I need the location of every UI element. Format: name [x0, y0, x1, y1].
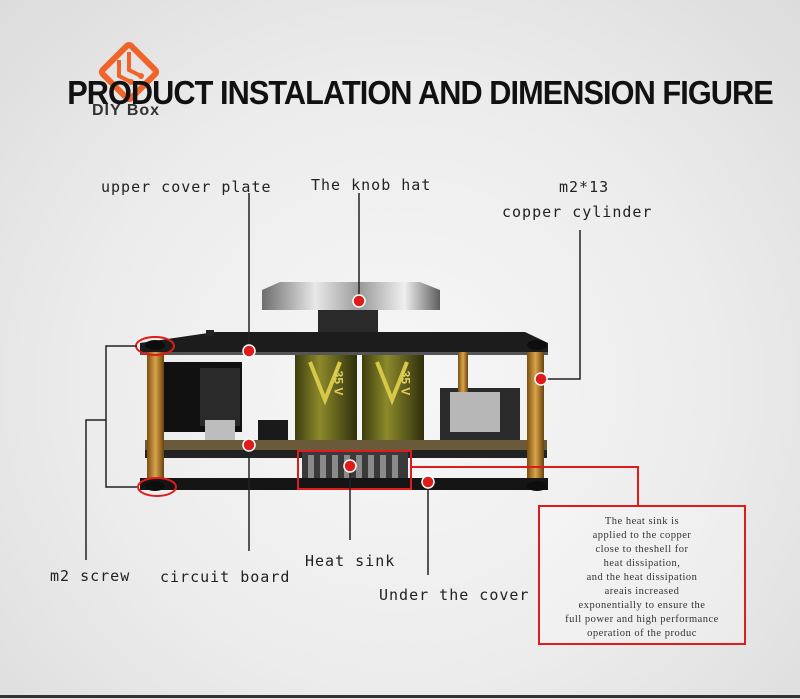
capacitor-voltage-right: 35 V — [398, 370, 413, 396]
m2-screw-bottom — [145, 481, 165, 491]
bottom-divider — [0, 695, 800, 698]
label-heat-sink: Heat sink — [305, 552, 396, 570]
page-title: PRODUCT INSTALATION AND DIMENSION FIGURE — [67, 74, 774, 111]
label-knob-hat: The knob hat — [311, 176, 432, 194]
under-cover — [140, 478, 548, 490]
knob-hat — [262, 282, 440, 310]
label-copper-cylinder: copper cylinder — [502, 203, 653, 221]
copper-cylinder-left — [147, 352, 164, 478]
brand-name: DIY Box — [92, 102, 161, 119]
m2-screw-top — [145, 340, 165, 350]
label-under-cover: Under the cover — [379, 586, 530, 604]
label-circuit-board: circuit board — [160, 568, 291, 586]
label-copper-cylinder-size: m2*13 — [559, 178, 610, 196]
label-m2-screw: m2 screw — [50, 567, 131, 585]
label-upper-cover-plate: upper cover plate — [101, 178, 272, 196]
diy-box-logo-icon — [98, 41, 160, 103]
circuit-board — [145, 440, 547, 450]
upper-cover-plate — [140, 332, 548, 352]
capacitor-voltage-left: 35 V — [331, 370, 346, 396]
heat-sink-note: The heat sink is applied to the copper c… — [538, 505, 746, 645]
copper-cylinder-right — [527, 352, 544, 478]
